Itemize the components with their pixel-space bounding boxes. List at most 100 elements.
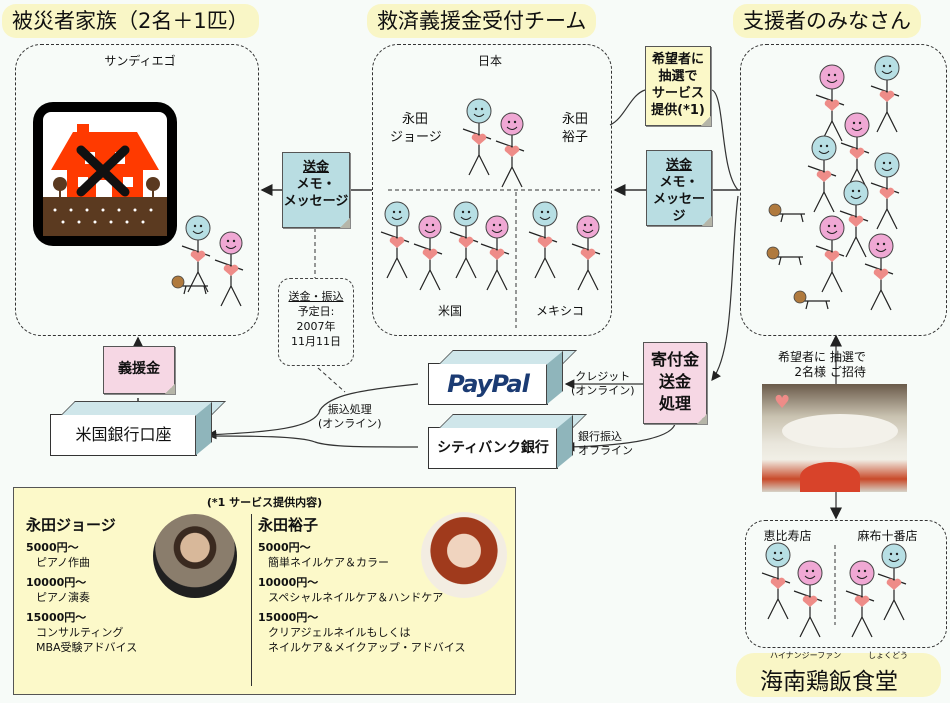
- tier-item: 簡単ネイルケア＆カラー: [268, 556, 389, 569]
- note-line: メッセージ: [652, 192, 705, 224]
- edge-label-line: 2名様 ご招待: [794, 365, 866, 379]
- arrow-to-donation-process: [711, 195, 739, 381]
- team-title: 救済義援金受付チーム: [367, 4, 597, 38]
- san-diego-region: [15, 44, 259, 336]
- service-details-panel: (*1 サービス提供内容) 永田ジョージ 5000円〜 ピアノ作曲 10000円…: [13, 487, 516, 695]
- callout-line: 11月11日: [291, 335, 341, 348]
- restaurant-region: [745, 520, 947, 648]
- note-line: 抽選で: [658, 69, 698, 84]
- tier-item: ネイルケア＆メイクアップ・アドバイス: [268, 641, 466, 654]
- service-george: 永田ジョージ 5000円〜 ピアノ作曲 10000円〜 ピアノ演奏 15000円…: [26, 514, 246, 655]
- us-bank-account: 米国銀行口座: [50, 401, 226, 456]
- restaurant-ruby-left: ハイナンジーファン: [770, 651, 842, 660]
- george-label-1: 永田: [401, 112, 428, 127]
- donation-process-note: 寄付金 送金 処理: [643, 342, 707, 424]
- edge-label-line: クレジット: [575, 370, 631, 383]
- stick-figure: [495, 112, 525, 188]
- azabu-label: 麻布十番店: [857, 529, 918, 543]
- rice-plate: [782, 414, 898, 448]
- edge-label-line: 振込処理: [327, 403, 372, 416]
- george-label-2: ジョージ: [390, 130, 442, 145]
- destroyed-house-icon: [33, 102, 177, 246]
- tier-item: ピアノ作曲: [36, 556, 91, 569]
- tier-price: 5000円〜: [26, 541, 79, 554]
- george-avatar: [153, 514, 237, 598]
- tier-item: コンサルティング: [36, 626, 124, 639]
- edge-label-line: (オンライン): [571, 384, 635, 397]
- stick-figure: [214, 231, 244, 307]
- tier-price: 10000円〜: [258, 576, 319, 589]
- note-line: 処理: [658, 394, 691, 413]
- lottery-note: 希望者に 抽選で サービス 提供(*1): [645, 46, 711, 126]
- arrow-citi-to-bank: [209, 435, 419, 448]
- stick-figure: [839, 180, 869, 258]
- note-line: 希望者に: [651, 52, 704, 67]
- donation-note: 義援金: [103, 346, 175, 394]
- stick-figure: [413, 215, 443, 291]
- sauce: [800, 462, 860, 492]
- stick-figure: [449, 201, 479, 279]
- restaurant-ruby-right: しょくどう: [868, 651, 908, 660]
- ebisu-label: 恵比寿店: [763, 529, 812, 543]
- stick-figure: [815, 64, 845, 142]
- us-bank-label: 米国銀行口座: [75, 425, 172, 444]
- heart-icon: ♥: [774, 392, 791, 413]
- tier-price: 15000円〜: [26, 611, 87, 624]
- citibank-label: シティバンク銀行: [437, 440, 549, 456]
- service-yuko: 永田裕子 5000円〜 簡単ネイルケア＆カラー 10000円〜 スペシャルネイル…: [258, 514, 508, 655]
- team-region: [372, 44, 612, 336]
- stick-figure: [571, 215, 601, 291]
- citibank-box: シティバンク銀行: [428, 414, 587, 469]
- note-line: メモ・: [659, 175, 699, 190]
- paypal-logo: PayPal: [447, 370, 530, 398]
- dog-figure: [171, 275, 208, 295]
- credit-label: クレジット (オンライン): [571, 370, 635, 398]
- stick-figure: [877, 543, 907, 621]
- callout-line: 予定日:: [297, 305, 335, 318]
- connector-lottery-team: [609, 89, 646, 126]
- victims-title: 被災者家族（2名＋1匹）: [2, 4, 259, 38]
- george-name: 永田ジョージ: [26, 516, 116, 534]
- edge-label-line: 希望者に 抽選で: [778, 350, 866, 364]
- tier-item: クリアジェルネイルもしくは: [268, 626, 411, 639]
- stick-figure: [528, 201, 558, 279]
- schedule-callout: 送金・振込 予定日: 2007年 11月11日: [278, 278, 354, 366]
- invite-label: 希望者に 抽選で 2名様 ご招待: [778, 350, 866, 380]
- note-line: 送金: [658, 372, 691, 391]
- supporters-region: [740, 44, 947, 336]
- yuko-label-1: 永田: [561, 112, 588, 127]
- note-line: 提供(*1): [651, 103, 705, 118]
- edge-label-line: (オンライン): [318, 417, 382, 430]
- yuko-name: 永田裕子: [258, 516, 319, 534]
- stick-figure: [181, 215, 211, 293]
- note-line: サービス: [651, 86, 704, 101]
- tier-item: MBA受験アドバイス: [36, 641, 138, 654]
- service-heading: (*1 サービス提供内容): [206, 496, 323, 509]
- restaurant-title-bg: [736, 653, 941, 697]
- tier-price: 10000円〜: [26, 576, 87, 589]
- edge-label-line: 銀行振込: [578, 430, 622, 443]
- service-divider: [251, 514, 252, 686]
- stick-figure: [864, 233, 894, 311]
- stick-figure: [462, 98, 492, 176]
- stick-figure: [845, 560, 875, 638]
- stick-figure: [380, 201, 410, 279]
- bank-transfer-label: 銀行振込 オフライン: [578, 430, 633, 458]
- note-line: 送金: [302, 160, 329, 175]
- japan-label: 日本: [477, 54, 502, 68]
- stick-figure: [807, 135, 837, 213]
- tier-price: 15000円〜: [258, 611, 319, 624]
- edge-label-line: オフライン: [578, 444, 633, 457]
- note-line: 寄付金: [650, 350, 699, 369]
- mexico-label: メキシコ: [535, 304, 584, 318]
- note-line: 送金: [665, 158, 692, 173]
- arrow-paypal-to-bank: [206, 383, 419, 440]
- note-line: メモ・: [296, 177, 336, 192]
- yuko-avatar: [421, 512, 507, 598]
- restaurant-photo: ♥: [762, 384, 907, 492]
- dog-figure: [766, 246, 803, 266]
- callout-link-2: [317, 367, 346, 393]
- stick-figure: [793, 560, 823, 638]
- tier-price: 5000円〜: [258, 541, 311, 554]
